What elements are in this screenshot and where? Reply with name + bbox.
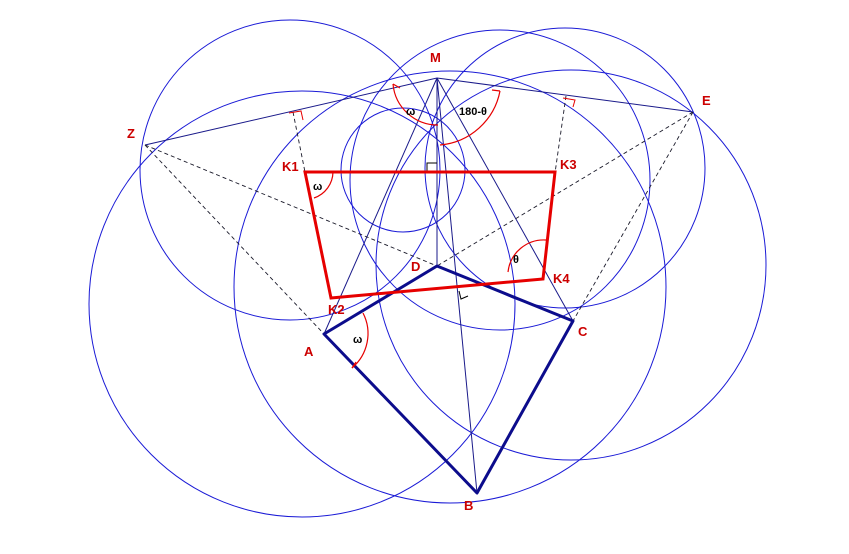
- point-label-Z: Z: [127, 126, 135, 141]
- angle-label-theta-K4: θ: [513, 254, 519, 266]
- circles: [88, 19, 767, 518]
- circle-MDC: [349, 29, 651, 331]
- point-label-A: A: [304, 344, 314, 359]
- point-label-B: B: [464, 498, 473, 513]
- point-label-D: D: [411, 259, 420, 274]
- dash-EC: [572, 111, 694, 322]
- segment-MA: [323, 77, 438, 335]
- angle-tick-M-right: [491, 89, 501, 92]
- dash-ZA: [144, 144, 325, 335]
- circle-MA-left: [88, 90, 516, 518]
- circle-ABCM: [233, 70, 667, 504]
- dash-ED: [436, 111, 694, 267]
- segment-MC: [436, 77, 574, 322]
- circle-MZ-upper: [139, 19, 441, 321]
- right-angle-mark-MZ: [288, 110, 304, 121]
- angle-arc-omega-A: [351, 312, 369, 369]
- point-label-K3: K3: [560, 157, 577, 172]
- segment-ME: [436, 77, 694, 113]
- angle-label-omega-M: ω: [406, 106, 415, 118]
- dash-foot-right: [554, 95, 567, 174]
- angle-arc-theta-K4: [507, 239, 547, 273]
- angle-arc-omega-K1: [313, 171, 334, 199]
- circle-ME-upper: [424, 27, 706, 309]
- point-labels: M E Z K1 K3 D K4 K2 A C B: [127, 50, 711, 513]
- angle-label-omega-A: ω: [353, 334, 362, 346]
- angle-arc-180-theta-M: [439, 90, 501, 146]
- point-label-K1: K1: [282, 159, 299, 174]
- angle-tick-A: [351, 361, 357, 369]
- right-angle-mark-ME: [562, 97, 576, 108]
- angle-labels: ω 180-θ ω ω θ: [313, 106, 519, 346]
- quadrilateral-ABCD: [322, 264, 575, 495]
- angle-arc-omega-M: [392, 83, 439, 126]
- point-label-K2: K2: [328, 302, 345, 317]
- point-label-K4: K4: [553, 271, 570, 286]
- point-label-M: M: [430, 50, 441, 65]
- dash-foot-left: [292, 111, 306, 173]
- right-angle-marks: [288, 97, 576, 300]
- right-angle-mark-MD: [426, 162, 437, 173]
- right-angle-mark-DC: [458, 290, 469, 300]
- quadrilateral-K1K2K4K3: [303, 170, 557, 300]
- angle-tick-M-left: [392, 83, 401, 89]
- angle-label-omega-K1: ω: [313, 181, 322, 193]
- circle-MC-right: [375, 69, 767, 461]
- point-label-C: C: [578, 324, 588, 339]
- dashed-lines: [144, 95, 694, 335]
- angle-label-180-theta: 180-θ: [459, 106, 487, 118]
- angle-marks: [313, 83, 547, 369]
- dash-ZD: [144, 144, 438, 267]
- point-label-E: E: [702, 93, 711, 108]
- segment-MZ: [144, 77, 438, 146]
